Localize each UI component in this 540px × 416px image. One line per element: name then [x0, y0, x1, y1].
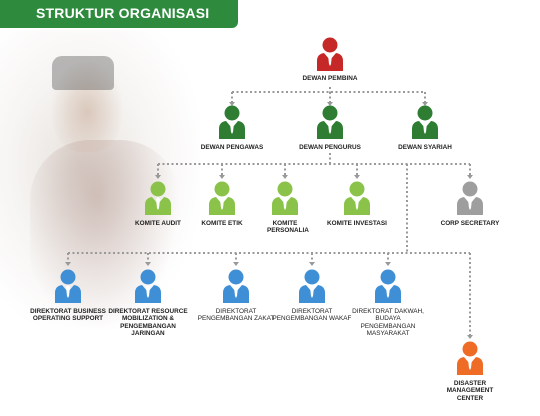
person-icon	[375, 269, 401, 303]
person-icon	[457, 181, 483, 215]
node-label: DIREKTORAT RESOURCE MOBILIZATION & PENGE…	[108, 308, 188, 338]
background-photo-head	[52, 62, 122, 152]
page-title: STRUKTUR ORGANISASI	[36, 5, 210, 21]
node-label: KOMITE PERSONALIA	[267, 220, 309, 235]
node-direktorat-resource: DIREKTORAT RESOURCE MOBILIZATION & PENGE…	[108, 268, 188, 348]
person-icon	[317, 37, 343, 71]
node-label: CORP SECRETARY	[440, 220, 500, 227]
node-label: DEWAN PENGAWAS	[200, 144, 264, 151]
person-icon	[135, 269, 161, 303]
person-icon	[223, 269, 249, 303]
node-direktorat-bos: DIREKTORAT BUSINESS OPERATING SUPPORT	[28, 268, 108, 338]
node-label: DIREKTORAT BUSINESS OPERATING SUPPORT	[30, 308, 106, 323]
node-direktorat-dakwah: DIREKTORAT DAKWAH, BUDAYA PENGEMBANGAN M…	[348, 268, 428, 348]
person-icon	[457, 341, 483, 375]
person-icon	[412, 105, 438, 139]
node-komite-personalia: KOMITE PERSONALIA	[255, 180, 315, 240]
node-dewan-pengawas: DEWAN PENGAWAS	[192, 104, 272, 154]
node-dewan-pembina: DEWAN PEMBINA	[290, 36, 370, 86]
node-label: DEWAN PEMBINA	[302, 75, 358, 82]
person-icon	[55, 269, 81, 303]
node-corp-secretary: CORP SECRETARY	[430, 180, 510, 240]
node-label: DIREKTORAT DAKWAH, BUDAYA PENGEMBANGAN M…	[352, 308, 424, 338]
person-icon	[145, 181, 171, 215]
node-komite-audit: KOMITE AUDIT	[128, 180, 188, 240]
node-label: KOMITE ETIK	[201, 220, 243, 227]
title-banner: STRUKTUR ORGANISASI	[0, 0, 238, 28]
node-label: DEWAN SYARIAH	[398, 144, 452, 151]
person-icon	[344, 181, 370, 215]
person-icon	[299, 269, 325, 303]
node-label: KOMITE INVESTASI	[327, 220, 387, 227]
node-dewan-pengurus: DEWAN PENGURUS	[290, 104, 370, 154]
background-photo-cap	[52, 56, 114, 90]
node-disaster-management-center: DISASTER MANAGEMENT CENTER	[425, 340, 515, 402]
node-direktorat-wakaf: DIREKTORAT PENGEMBANGAN WAKAF	[272, 268, 352, 338]
node-label: DIREKTORAT PENGEMBANGAN ZAKAT	[197, 308, 275, 323]
node-komite-investasi: KOMITE INVESTASI	[322, 180, 392, 240]
node-dewan-syariah: DEWAN SYARIAH	[385, 104, 465, 154]
node-label: KOMITE AUDIT	[135, 220, 181, 227]
node-direktorat-zakat: DIREKTORAT PENGEMBANGAN ZAKAT	[196, 268, 276, 338]
person-icon	[317, 105, 343, 139]
node-komite-etik: KOMITE ETIK	[192, 180, 252, 240]
node-label: DEWAN PENGURUS	[299, 144, 361, 151]
person-icon	[219, 105, 245, 139]
person-icon	[209, 181, 235, 215]
person-icon	[272, 181, 298, 215]
node-label: DISASTER MANAGEMENT CENTER	[446, 380, 494, 402]
arrow-heads	[65, 102, 473, 339]
node-label: DIREKTORAT PENGEMBANGAN WAKAF	[272, 308, 352, 323]
